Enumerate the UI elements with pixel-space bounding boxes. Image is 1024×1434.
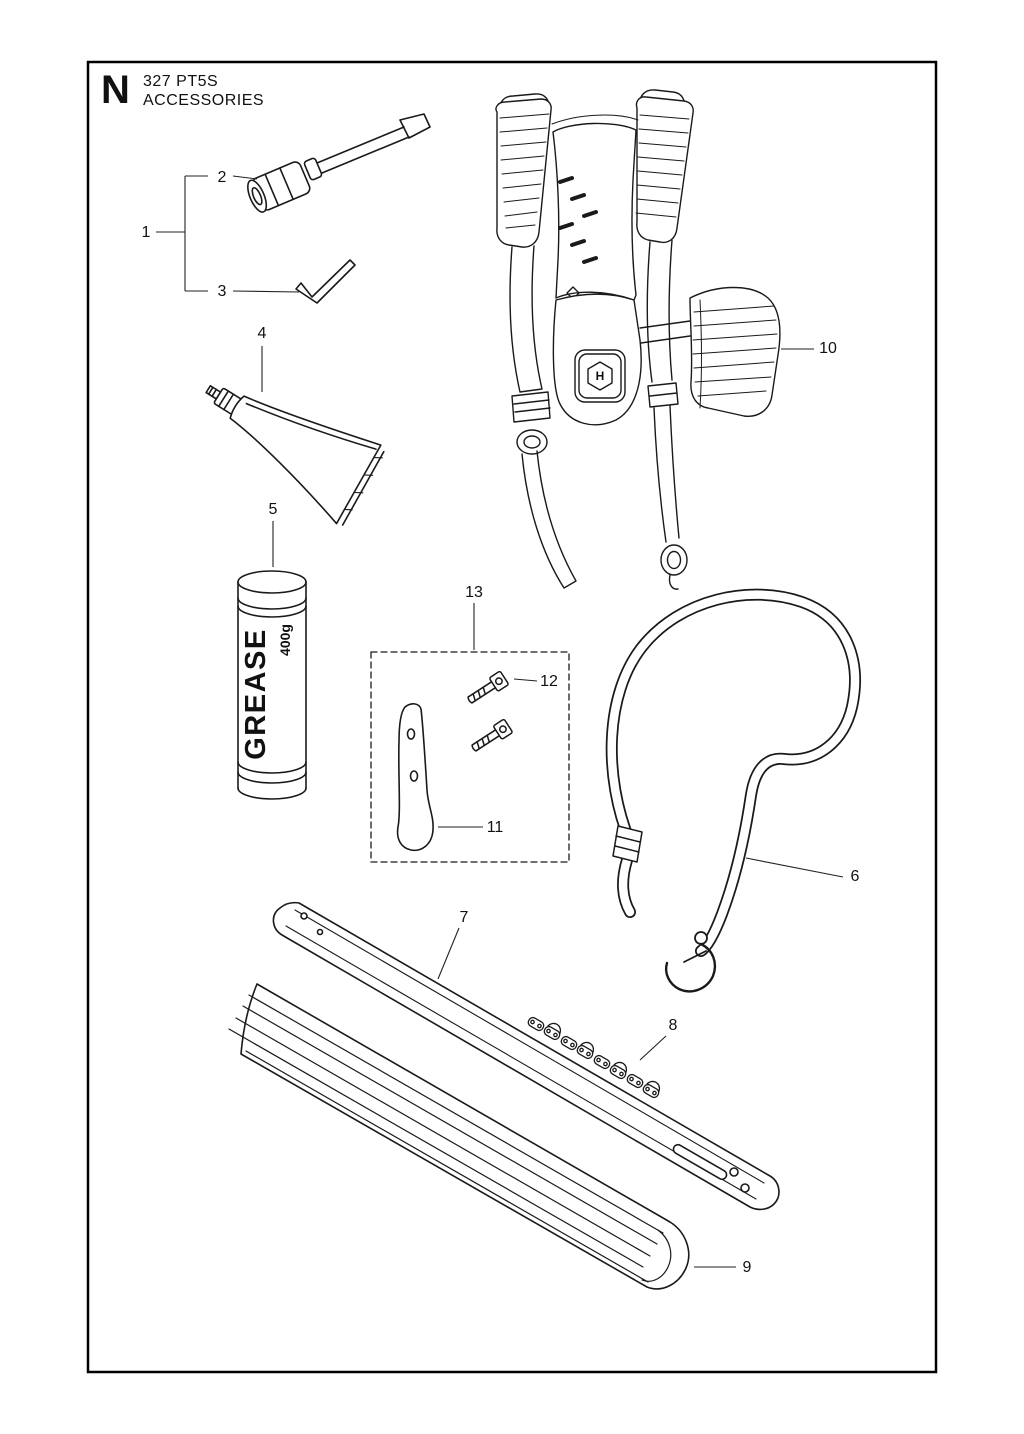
callout-line-1 [156, 175, 208, 292]
screw-lower [468, 718, 514, 757]
callout-number-1: 1 [142, 224, 151, 241]
guide-bar [272, 901, 780, 1211]
callout-line-3 [232, 290, 300, 293]
callout-number-10: 10 [819, 340, 837, 357]
model-number: 327 PT5S [143, 73, 218, 90]
callout-line-6 [745, 857, 844, 878]
callout-number-8: 8 [669, 1017, 678, 1034]
section-letter: N [101, 68, 130, 112]
page-title: ACCESSORIES [143, 92, 264, 109]
callout-number-7: 7 [460, 909, 469, 926]
shoulder-strap-loop [605, 588, 861, 993]
callout-number-6: 6 [851, 868, 860, 885]
callout-number-3: 3 [218, 283, 227, 300]
grease-weight-label: 400g [277, 624, 293, 656]
callout-number-11: 11 [487, 819, 504, 836]
callout-line-12 [513, 678, 538, 682]
grease-label: GREASE [240, 628, 272, 759]
callout-number-5: 5 [269, 501, 278, 518]
harness [495, 89, 781, 590]
bar-cover [228, 983, 690, 1290]
callout-number-9: 9 [743, 1259, 752, 1276]
grease-cartridge [237, 570, 307, 800]
hex-key [295, 259, 356, 304]
bracket-plate [396, 703, 434, 852]
callout-number-12: 12 [540, 673, 558, 690]
screw-upper [464, 670, 510, 709]
callout-number-2: 2 [218, 169, 227, 186]
page-border [86, 60, 938, 1374]
callout-number-13: 13 [465, 584, 483, 601]
socket-wrench-tool [247, 113, 431, 213]
kit-dashed-box [370, 651, 570, 863]
callout-line-2 [232, 175, 258, 180]
grease-tube [205, 384, 385, 526]
callout-number-4: 4 [258, 325, 267, 342]
callout-line-7 [437, 927, 460, 980]
harness-logo-letter: H [596, 369, 605, 383]
callout-line-8 [639, 1035, 667, 1061]
